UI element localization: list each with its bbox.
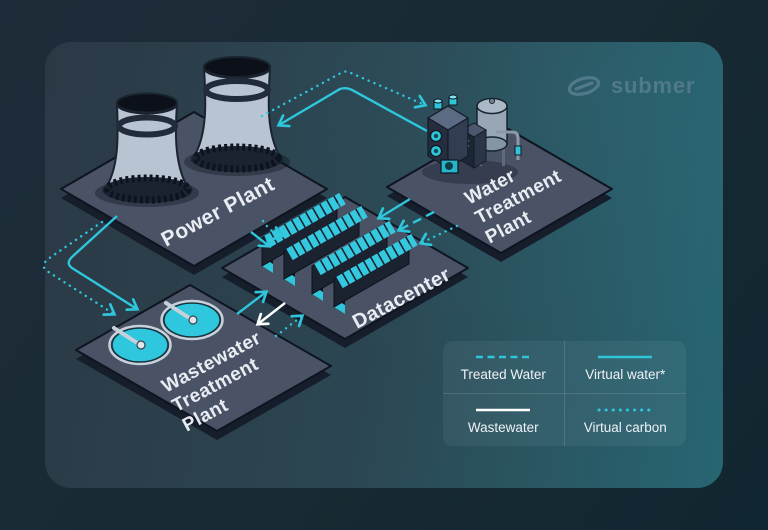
submer-loop-icon [567, 76, 601, 96]
flow-lines [42, 70, 459, 338]
cooling-tower-back [190, 56, 284, 173]
legend-item-treated-water: Treated Water [443, 341, 565, 394]
water-treatment-equipment [422, 94, 522, 184]
flow-virtual-carbon-powerplant-to-datacenter [261, 219, 285, 241]
virtual-water-line-sample [598, 355, 653, 359]
legend-label: Treated Water [460, 367, 546, 382]
cooling-tower-front [102, 92, 193, 204]
legend-label: Virtual water* [585, 367, 666, 382]
flow-virtual-water-powerplant-to-datacenter [250, 231, 272, 248]
clarifier-tank-front [108, 324, 172, 366]
clarifier-tanks [108, 299, 224, 366]
brand-logo: submer [566, 72, 695, 100]
cooling-towers [95, 56, 290, 207]
flow-virtual-water-wtp-to-datacenter [376, 197, 411, 221]
flow-virtual-water-powerplant-to-wwtp [67, 215, 140, 312]
legend-label: Wastewater [467, 420, 539, 435]
flow-virtual-carbon-wtp-to-datacenter [418, 224, 459, 247]
legend-label: Virtual carbon [583, 420, 667, 435]
clarifier-tank-back [160, 299, 224, 341]
brand-wordmark: submer [611, 73, 696, 98]
flow-wastewater-datacenter-to-wwtp [255, 302, 286, 326]
treated-water-line-sample [476, 355, 531, 359]
flow-virtual-water-wtp-to-powerplant [276, 87, 428, 133]
legend-item-virtual-water: Virtual water* [564, 341, 686, 394]
server-rack-rows [261, 192, 418, 314]
legend-item-wastewater: Wastewater [443, 394, 565, 446]
flow-virtual-carbon-wwtp-to-datacenter [274, 314, 305, 338]
wastewater-line-sample [476, 408, 531, 412]
pump-skid [426, 94, 470, 174]
flow-legend: Treated Water Virtual water* Wastewater … [443, 341, 686, 446]
pipe [496, 130, 520, 160]
flow-virtual-carbon-powerplant-to-wwtp [42, 220, 117, 316]
flow-treated-water-wtp-to-datacenter [396, 210, 435, 233]
virtual-carbon-line-sample [597, 408, 654, 412]
pipe-valve [514, 145, 522, 156]
flow-virtual-water-wwtp-to-datacenter [236, 290, 269, 315]
flow-virtual-carbon-powerplant-to-wtp [260, 70, 428, 118]
legend-item-virtual-carbon: Virtual carbon [565, 394, 687, 446]
